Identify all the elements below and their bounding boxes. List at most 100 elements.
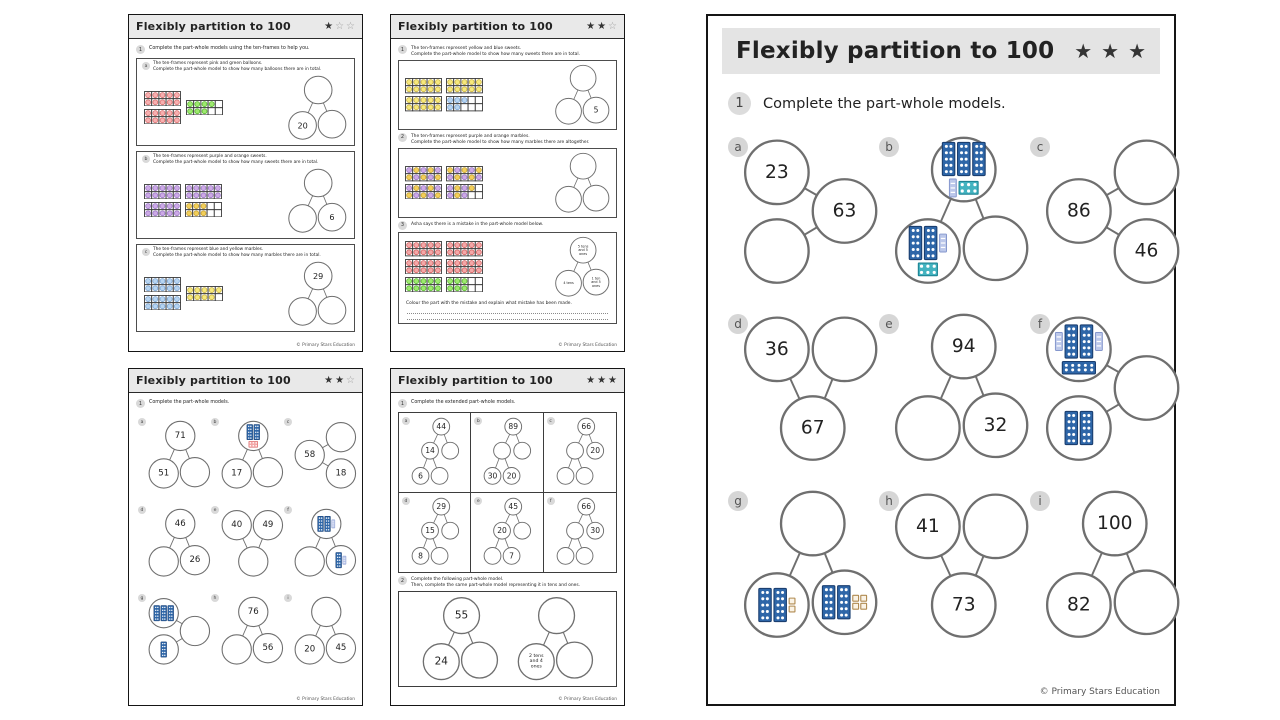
model-value: 71 — [175, 431, 186, 441]
counter-dot — [174, 210, 180, 216]
model-circle — [238, 596, 269, 628]
ten-frame — [445, 96, 483, 112]
counter-dot — [145, 203, 151, 209]
model-circle — [294, 634, 325, 665]
model-circle — [238, 420, 269, 452]
model-circle — [179, 457, 211, 488]
model-value: 20 — [507, 471, 517, 480]
counter-dot — [427, 278, 434, 284]
star-rating: ★★★ — [586, 375, 617, 386]
counter-dot — [413, 167, 420, 174]
counter-dot — [427, 174, 434, 181]
question-number-badge: 1 — [398, 399, 407, 408]
item-label-badge: f — [284, 506, 292, 514]
ten-frame — [184, 184, 222, 200]
counter-dot — [453, 192, 460, 199]
counter-dot — [159, 92, 166, 98]
item-label-badge: f — [1030, 314, 1050, 334]
model-circle — [517, 642, 555, 681]
counter-dot — [159, 296, 166, 302]
base-ten-blocks — [908, 225, 947, 277]
item-label-badge: h — [211, 594, 219, 602]
model-item-f: f — [1030, 304, 1181, 464]
counter-dot — [152, 210, 159, 216]
model-circle — [894, 493, 961, 560]
model-value: 49 — [262, 520, 273, 530]
counter-dot — [427, 167, 434, 174]
counter-dot — [413, 185, 420, 191]
counter-dot — [446, 185, 453, 191]
model-value: 36 — [765, 339, 789, 360]
model-value: 6 — [418, 471, 423, 480]
writing-line[interactable] — [407, 308, 608, 314]
item-label-badge: i — [284, 594, 292, 602]
counter-dot — [194, 294, 201, 301]
counter-dot — [446, 86, 453, 93]
part-whole-model: 6 — [288, 168, 347, 233]
counter-dot — [420, 267, 427, 274]
model-circle — [1113, 218, 1180, 284]
item-label-badge: b — [879, 137, 899, 157]
counter-dot — [413, 242, 420, 249]
model-value: 20 — [590, 446, 600, 455]
counter-dot — [453, 185, 460, 191]
counter-dot — [406, 249, 412, 256]
counter-dot — [187, 108, 193, 115]
model-circle — [555, 269, 582, 297]
worksheet-thumbnail-2star-tenframes[interactable]: Flexibly partition to 100★★☆1 The ten-fr… — [390, 14, 625, 352]
ten-frame — [445, 241, 483, 257]
counter-dot — [461, 260, 467, 266]
item-label-badge: d — [728, 314, 748, 334]
item-label-badge: d — [138, 506, 146, 514]
model-value: 14 — [425, 446, 435, 455]
counter-dot — [406, 104, 412, 111]
model-value: 67 — [801, 418, 825, 439]
counter-dot — [413, 260, 420, 266]
counter-dot — [406, 167, 412, 174]
model-value: 51 — [158, 468, 169, 478]
model-value: 18 — [335, 468, 346, 478]
counter-dot — [152, 278, 159, 284]
model-circle — [565, 441, 584, 460]
model-circle — [294, 439, 325, 471]
writing-line[interactable] — [407, 314, 608, 320]
model-value: 29 — [313, 271, 323, 281]
counter-dot — [446, 97, 453, 104]
base-ten-blocks — [1054, 324, 1103, 375]
counter-dot — [453, 260, 460, 266]
model-circle — [1045, 178, 1112, 244]
counter-dot — [185, 185, 192, 191]
counter-dot — [208, 101, 215, 107]
model-circle — [779, 395, 846, 461]
counter-dot — [159, 185, 166, 191]
section-text: The ten-frames represent pink and green … — [153, 61, 322, 72]
model-circle — [461, 641, 499, 679]
model-circle — [325, 422, 357, 453]
model-value: 100 — [1097, 513, 1133, 534]
counter-dot — [413, 97, 420, 104]
model-circle — [504, 417, 523, 436]
ten-frame — [144, 201, 181, 218]
counter-dot — [427, 267, 434, 274]
model-circle — [556, 547, 575, 565]
counter-dot — [420, 97, 427, 104]
star-icon: ★ — [1101, 39, 1120, 63]
counter-dot — [435, 260, 441, 266]
counter-dot — [435, 278, 441, 284]
ten-frame — [144, 294, 181, 311]
counter-dot — [406, 97, 412, 104]
star-rating: ★★☆ — [586, 21, 617, 32]
